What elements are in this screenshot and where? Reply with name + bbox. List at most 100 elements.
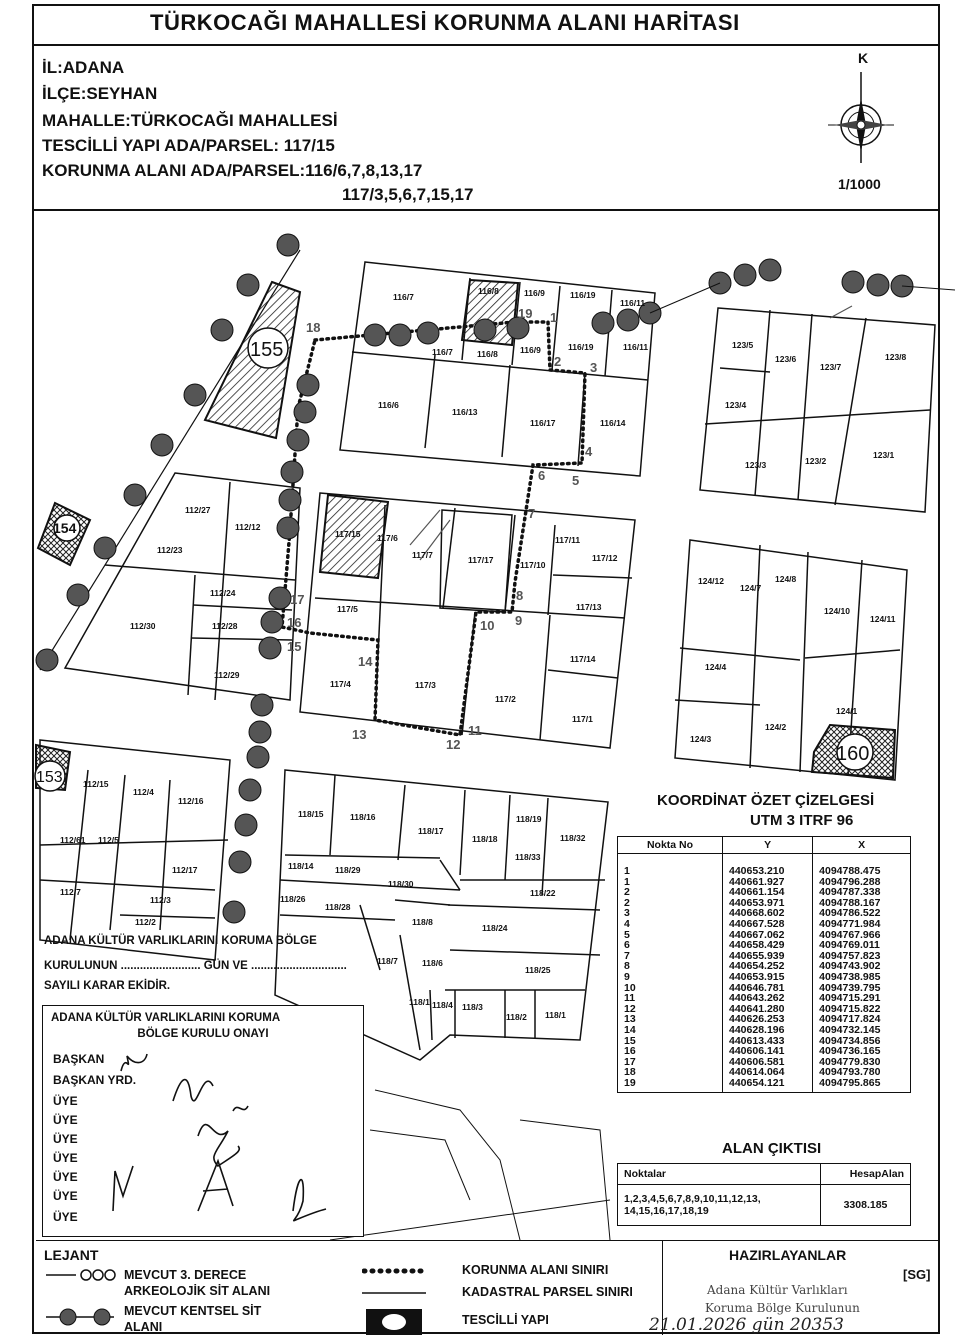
area-col-header: Noktalar — [617, 1163, 821, 1185]
parcel-label: 118/29 — [335, 865, 361, 875]
legend-registered-building: TESCİLLİ YAPI — [462, 1313, 549, 1327]
point-no-cell: 4 — [617, 919, 723, 930]
parcel-label: 124/10 — [824, 606, 850, 616]
x-cell: 4094769.011 — [812, 940, 911, 951]
x-cell: 4094738.985 — [812, 972, 911, 983]
point-label: 14 — [358, 654, 373, 669]
point-label: 3 — [590, 360, 597, 375]
x-cell: 4094739.795 — [812, 982, 911, 994]
role-baskan-yrd: BAŞKAN YRD. — [53, 1073, 137, 1087]
parcel-label: 118/1 — [409, 997, 430, 1007]
point-no-cell: 2 — [617, 898, 723, 909]
parcel-label: 124/2 — [765, 722, 787, 732]
y-cell: 440606.141 — [721, 1046, 814, 1057]
parcel-label: 117/5 — [337, 604, 358, 614]
role-baskan: BAŞKAN — [53, 1052, 105, 1066]
legend: LEJANT MEVCUT 3. DERECE ARKEOLOJİK SİT A… — [36, 1240, 662, 1335]
parcel-label: 112/27 — [185, 505, 211, 515]
y-cell: 440613.433 — [721, 1035, 814, 1047]
area-col-header: HesapAlan — [820, 1163, 911, 1185]
parcel-label: 117/11 — [555, 535, 580, 545]
point-no-cell: 9 — [617, 972, 723, 983]
header-korunma-1: KORUNMA ALANI ADA/PARSEL:116/6,7,8,13,17 — [42, 161, 423, 180]
y-cell: 440614.064 — [721, 1067, 814, 1078]
point-label: 18 — [306, 320, 320, 335]
parcel-label: 116/11 — [623, 342, 648, 352]
parcel-label: 112/12 — [235, 522, 261, 532]
approval-title-1: ADANA KÜLTÜR VARLIKLARINI KORUMA — [51, 1012, 281, 1024]
block-112-lower — [39, 739, 231, 961]
archaeological-site-symbol-icon — [46, 1269, 116, 1281]
point-no-cell: 8 — [617, 961, 723, 972]
role-uye: ÜYE — [53, 1132, 78, 1146]
point-no-cell: 1 — [617, 853, 723, 877]
parcel-label: 124/12 — [698, 576, 724, 586]
block-118 — [274, 769, 609, 1061]
x-cell: 4094787.338 — [812, 887, 911, 898]
parcel-label: 116/13 — [452, 407, 478, 417]
parcel-label: 123/1 — [873, 450, 895, 460]
point-label: 13 — [352, 727, 366, 742]
parcel-label: 117/13 — [576, 602, 602, 612]
registered-building-symbol-icon — [366, 1309, 422, 1335]
parcel-label: 118/33 — [515, 852, 541, 862]
col-header: X — [812, 836, 911, 854]
point-no-cell: 2 — [617, 887, 723, 898]
parcel-label: 117/12 — [592, 553, 618, 563]
point-label: 1 — [550, 310, 557, 325]
y-cell: 440654.252 — [721, 961, 814, 972]
x-cell: 4094767.966 — [812, 929, 911, 941]
col-header: Y — [721, 836, 814, 854]
point-label: 19 — [518, 306, 532, 321]
cadastral-map: 116/7 116/8 116/9 116/19 116/11 116/7 11… — [34, 233, 956, 1240]
parcel-label: 123/3 — [745, 460, 767, 470]
x-cell: 4094788.475 — [812, 853, 911, 877]
parcel-label: 116/9 — [524, 288, 545, 298]
stamp-line3: 21.01.2026 gün 20353 — [649, 1315, 845, 1335]
y-cell: 440646.781 — [721, 982, 814, 994]
parcel-label: 117/6 — [377, 533, 398, 543]
x-cell: 4094779.830 — [812, 1057, 911, 1068]
parcel-label: 112/23 — [157, 545, 183, 555]
parcel-label: 116/11 — [620, 298, 645, 308]
parcel-label: 117/17 — [468, 555, 494, 565]
registered-117-15 — [318, 493, 390, 580]
parcel-label: 116/17 — [530, 418, 556, 428]
parcel-label: 117/14 — [570, 654, 596, 664]
header-korunma-2: 117/3,5,6,7,15,17 — [342, 185, 474, 204]
x-cell: 4094743.902 — [812, 961, 911, 972]
parcel-label: 123/7 — [820, 362, 842, 372]
council-note-line2: KURULUNUN ......................... GÜN … — [44, 960, 347, 972]
parcel-label: 124/4 — [705, 662, 727, 672]
parcel-label: 124/11 — [870, 614, 896, 624]
point-label: 12 — [446, 737, 460, 752]
parcel-label: 118/24 — [482, 923, 508, 933]
parcel-label: 117/1 — [572, 714, 593, 724]
parcel-label: 118/28 — [325, 902, 351, 912]
parcel-label: 112/15 — [83, 779, 109, 789]
parcel-label: 112/16 — [178, 796, 204, 806]
parcel-label: 124/1 — [836, 706, 858, 716]
coord-table-subtitle: UTM 3 ITRF 96 — [750, 812, 854, 829]
y-cell: 440653.971 — [721, 898, 814, 909]
parcel-label: 118/30 — [388, 879, 414, 889]
y-cell: 440654.121 — [721, 1078, 814, 1094]
y-cell: 440643.262 — [721, 993, 814, 1004]
stamp-line2: Koruma Bölge Kurulunun — [705, 1301, 860, 1315]
parcel-label: 124/8 — [775, 574, 797, 584]
parcel-label: 118/22 — [530, 888, 556, 898]
y-cell: 440641.280 — [721, 1004, 814, 1015]
parcel-label: 116/14 — [600, 418, 626, 428]
parcel-label: 117/10 — [520, 560, 546, 570]
parcel-label: 118/26 — [280, 894, 306, 904]
parcel-label: 112/61 — [60, 835, 86, 845]
x-cell: 4094736.165 — [812, 1046, 911, 1057]
